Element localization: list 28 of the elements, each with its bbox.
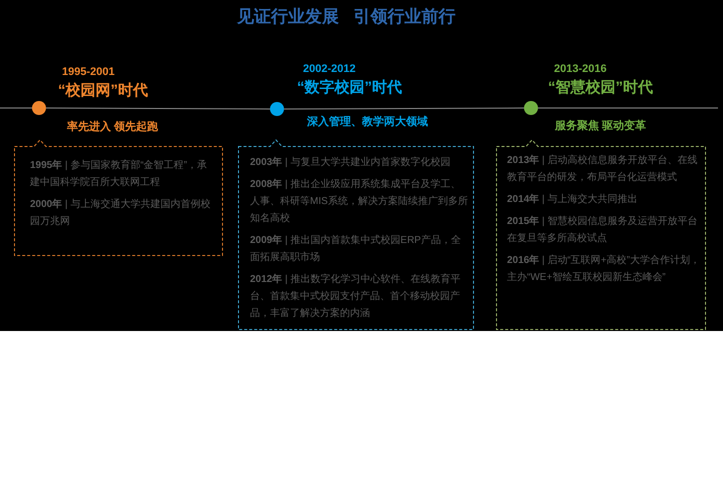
era-years: 1995-2001 [62,66,115,80]
era-title: “校园网”时代 [58,82,148,100]
era-title: “数字校园”时代 [297,79,402,97]
callout-box [496,139,706,330]
timeline-entry-text: 2009年 | 推出国内首款集中式校园ERP产品，全面拓展高职市场 [250,234,462,265]
callout-box [238,139,474,330]
timeline-line [46,108,270,110]
timeline-entry-text: 2015年 | 智慧校园信息服务及运营开放平台在复旦等多所高校试点 [507,214,698,246]
era-years: 2002-2012 [303,63,356,76]
timeline-entry-text: 2013年 | 启动高校信息服务开放平台、在线教育平台的研发，布局平台化运营模式 [507,154,698,185]
era-slogan: 率先进入 领先起跑 [67,121,158,134]
timeline-entry-text: 1995年 | 参与国家教育部“金智工程”，承建中国科学院百所大联网工程 [30,158,208,190]
timeline-dot [524,101,538,115]
era-slogan: 深入管理、教学两大领域 [307,116,428,130]
timeline-entry-text: 2008年 | 推出企业级应用系统集成平台及学工、人事、科研等MIS系统，解决方案陆续推广到多所知名高校 [250,178,469,226]
callout-box [14,139,223,256]
diagram-title: 见证行业发展 引领行业前行 [237,6,456,28]
timeline-entry-text: 2014年 | 与上海交大共同推出 [507,192,638,207]
timeline-dot [32,101,46,115]
timeline-entry-text: 2012年 | 推出数字化学习中心软件、在线教育平台、首款集中式校园支付产品、首个移动校园产品，丰富了解决方案的内涵 [250,272,462,321]
timeline-entry-text: 2003年 | 与复旦大学共建业内首家数字化校园 [250,156,452,170]
timeline-entry-text: 2000年 | 与上海交通大学共建国内首例校园万兆网 [30,198,212,229]
timeline-dot [270,102,284,116]
era-slogan: 服务聚焦 驱动变革 [555,120,646,134]
timeline-line [284,108,524,110]
era-title: “智慧校园”时代 [548,79,653,97]
era-years: 2013-2016 [554,63,607,76]
timeline-entry-text: 2016年 | 启动“互联网+高校”大学合作计划，主办“WE+智绘互联校园新生态峰会” [507,254,701,285]
